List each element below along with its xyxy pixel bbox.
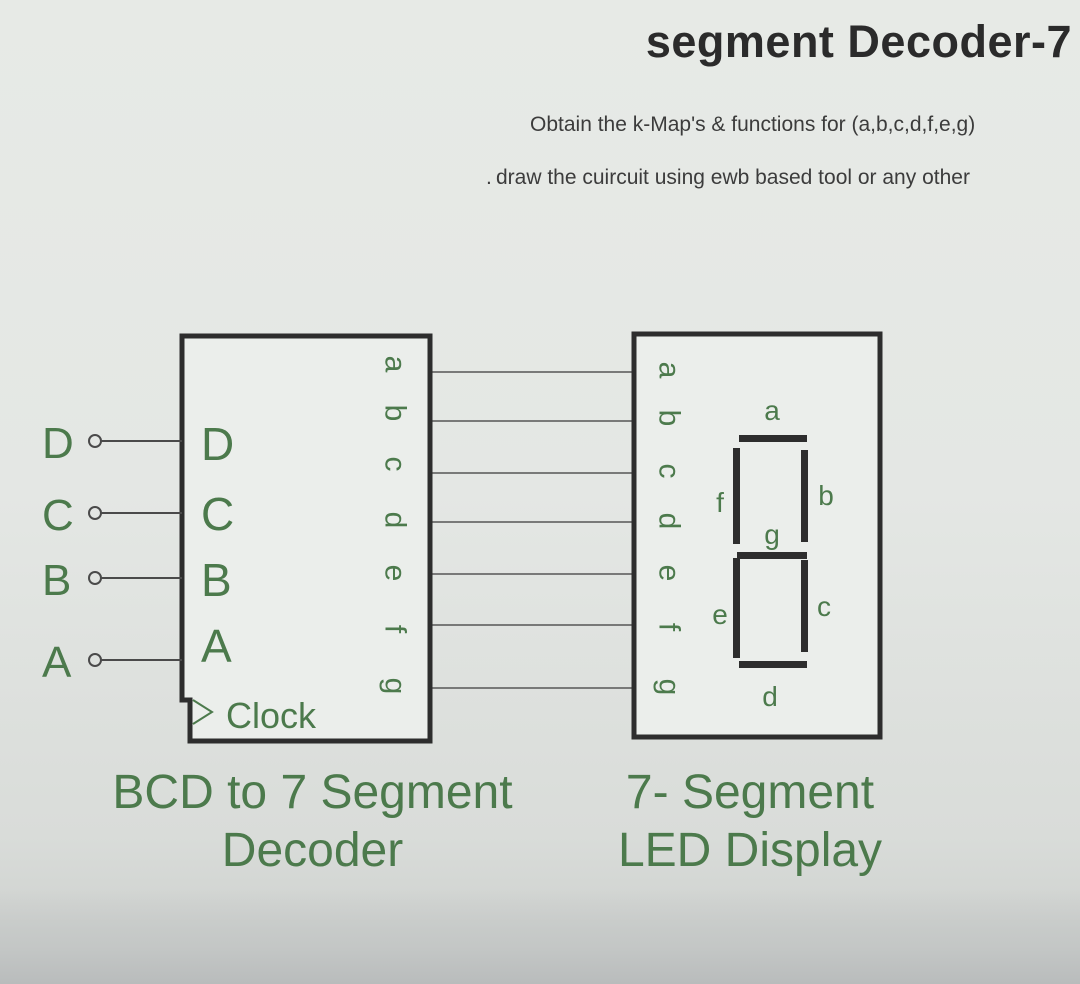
decoder-pin-b: B: [201, 554, 232, 606]
input-wires: [88, 434, 182, 667]
segment-label-f: f: [716, 487, 724, 518]
segment-a: [739, 435, 807, 442]
decoder-out-f: f: [379, 625, 412, 634]
clock-triangle: [192, 699, 214, 725]
input-terminal-c: [88, 506, 102, 520]
display-in-e: e: [653, 565, 686, 582]
page-title: segment Decoder-7: [645, 16, 1072, 67]
display-in-g: g: [653, 679, 686, 696]
display-in-f: f: [653, 623, 686, 632]
decoder-caption-line1: BCD to 7 Segment: [112, 766, 513, 819]
decoder-out-c: c: [379, 457, 412, 472]
segment-f: [733, 448, 740, 544]
segment-label-b: b: [818, 480, 834, 511]
display-box: [631, 331, 883, 740]
display-in-a: a: [653, 362, 686, 379]
display-caption: 7- Segment LED Display: [560, 764, 940, 880]
external-input-b: B: [42, 556, 71, 605]
segment-d: [739, 661, 807, 668]
decoder-out-e: e: [379, 565, 412, 582]
display-caption-line1: 7- Segment: [625, 766, 875, 819]
decoder-caption-line2: Decoder: [221, 824, 404, 877]
input-terminal-b: [88, 571, 102, 585]
decoder-box: [179, 333, 433, 744]
input-terminal-a: [88, 653, 102, 667]
display-in-b: b: [653, 410, 686, 427]
input-terminal-d: [88, 434, 102, 448]
external-input-c: C: [42, 491, 74, 540]
display-in-d: d: [653, 513, 686, 530]
segment-label-g: g: [764, 519, 780, 550]
decoder-out-g: g: [379, 678, 412, 695]
bottom-shadow: [0, 889, 1080, 984]
segment-b: [801, 450, 808, 542]
decoder-pin-d: D: [201, 418, 234, 470]
segment-e: [733, 558, 740, 658]
segment-label-c: c: [817, 591, 831, 622]
segment-c: [801, 560, 808, 652]
decoder-pin-c: C: [201, 488, 234, 540]
segment-label-e: e: [712, 599, 728, 630]
seven-segment-glyph: [733, 435, 808, 668]
output-wires: [432, 371, 632, 689]
external-input-a: A: [42, 638, 72, 687]
segment-g: [737, 552, 807, 559]
decoder-pin-a: A: [201, 620, 232, 672]
instruction-circuit: draw the cuircuit using ewb based tool o…: [486, 166, 970, 190]
decoder-out-d: d: [379, 512, 412, 529]
display-in-c: c: [653, 464, 686, 479]
decoder-out-a: a: [379, 356, 412, 373]
instruction-kmap: Obtain the k-Map's & functions for (a,b,…: [530, 113, 976, 136]
decoder-clock-label: Clock: [226, 695, 317, 736]
display-caption-line2: LED Display: [617, 824, 883, 877]
external-input-d: D: [42, 419, 74, 468]
segment-label-a: a: [764, 395, 780, 426]
segment-label-d: d: [762, 681, 778, 712]
decoder-out-b: b: [379, 405, 412, 422]
decoder-caption: BCD to 7 Segment Decoder: [60, 764, 565, 880]
